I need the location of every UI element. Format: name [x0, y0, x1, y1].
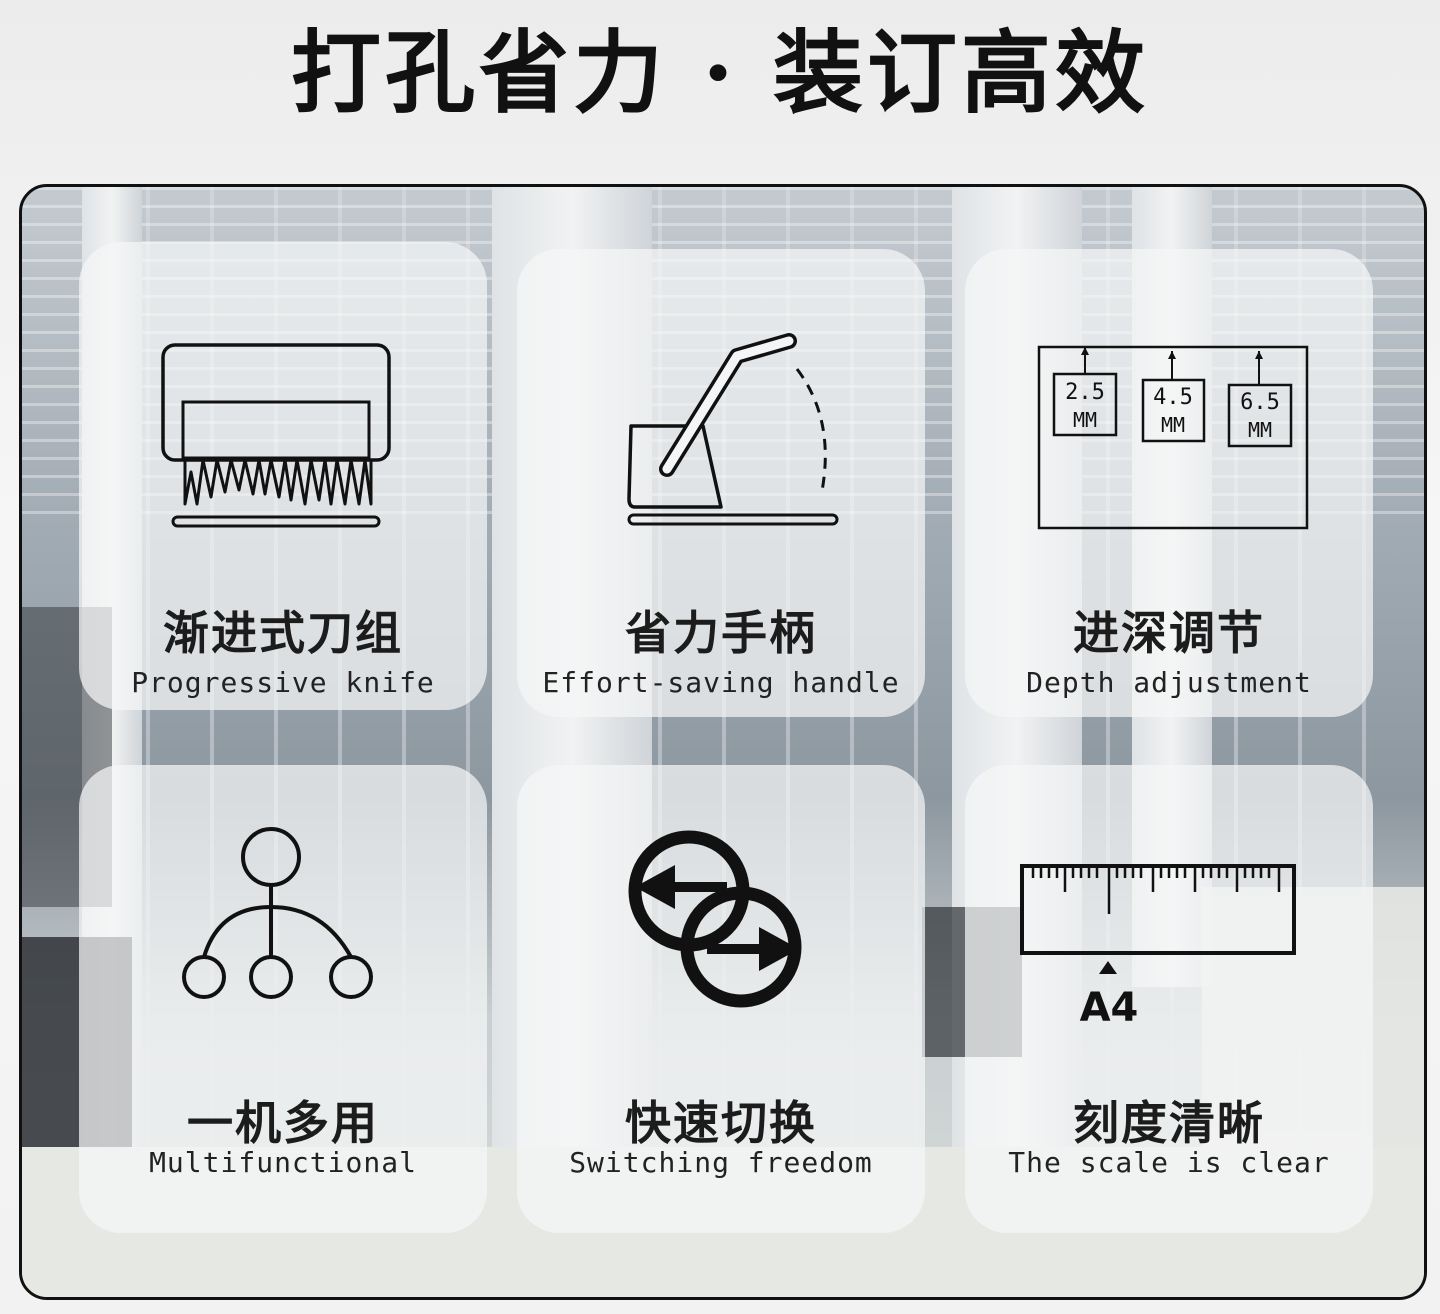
feature-title-cn: 一机多用 — [187, 1096, 379, 1150]
depth-unit: MM — [1248, 418, 1272, 442]
feature-card-scale: A4 刻度清晰 The scale is clear — [965, 765, 1373, 1233]
scale-marker-label: A4 — [1080, 985, 1139, 1031]
progressive-knife-icon — [161, 343, 391, 528]
depth-value: 2.5 — [1065, 380, 1105, 405]
switch-arrows-icon — [628, 830, 802, 1008]
feature-title-cn: 快速切换 — [625, 1096, 817, 1150]
multi-node-icon — [182, 827, 373, 999]
feature-title-cn: 省力手柄 — [625, 606, 817, 660]
depth-unit: MM — [1073, 408, 1097, 432]
feature-title-cn: 进深调节 — [1073, 606, 1265, 660]
feature-card-switching: 快速切换 Switching freedom — [517, 765, 925, 1233]
feature-card-multifunctional: 一机多用 Multifunctional — [79, 765, 487, 1233]
feature-panel: 渐进式刀组 Progressive knife 省力手柄 Effort-savi… — [19, 184, 1427, 1300]
feature-title-en: Progressive knife — [131, 666, 435, 699]
feature-card-progressive-knife: 渐进式刀组 Progressive knife — [79, 242, 487, 710]
feature-card-depth: 2.5 MM 4.5 MM 6.5 MM 进深调节 Depth adjustme… — [965, 249, 1373, 717]
depth-value: 4.5 — [1153, 385, 1193, 410]
feature-title-cn: 刻度清晰 — [1073, 1096, 1265, 1150]
depth-value: 6.5 — [1240, 390, 1280, 415]
feature-title-cn: 渐进式刀组 — [163, 606, 403, 660]
feature-title-en: The scale is clear — [1008, 1146, 1330, 1179]
depth-adjust-icon: 2.5 MM 4.5 MM 6.5 MM — [1037, 345, 1309, 530]
feature-title-en: Effort-saving handle — [542, 666, 900, 699]
feature-title-en: Depth adjustment — [1026, 666, 1312, 699]
handle-lever-icon — [627, 333, 839, 526]
feature-title-en: Switching freedom — [569, 1146, 873, 1179]
feature-card-handle: 省力手柄 Effort-saving handle — [517, 249, 925, 717]
ruler-scale-icon: A4 — [1020, 864, 1296, 1031]
page-title: 打孔省力 · 装订高效 — [291, 20, 1149, 126]
feature-title-en: Multifunctional — [149, 1146, 417, 1179]
depth-unit: MM — [1161, 413, 1185, 437]
